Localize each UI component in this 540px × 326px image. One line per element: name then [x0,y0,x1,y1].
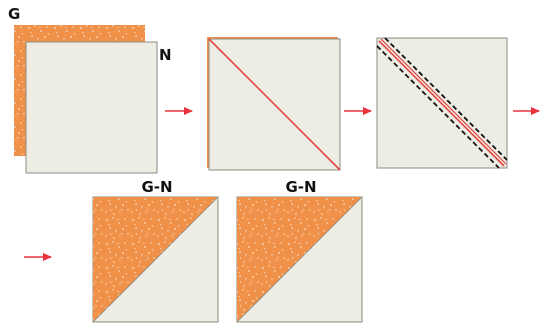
marked-diagonal-line [208,38,341,171]
label-n: N [159,46,172,64]
neutral-fabric-square [25,41,158,174]
cutting-line-red-a [378,40,505,167]
hst-seam-line [236,196,363,323]
seam-line-lower [376,45,500,169]
result-hst-1: G-N [92,178,219,323]
step-2-marked-diagonal [207,37,341,171]
step-3-sewing-lines [376,37,508,169]
hst-seam-line [92,196,219,323]
result-hst-2: G-N [236,178,363,323]
step-1-stacked-squares: G N [8,5,172,174]
seam-line-upper [384,37,508,161]
result-label-1: G-N [141,178,172,196]
label-g: G [8,5,20,23]
cutting-line-red-b [380,38,507,165]
result-label-2: G-N [285,178,316,196]
